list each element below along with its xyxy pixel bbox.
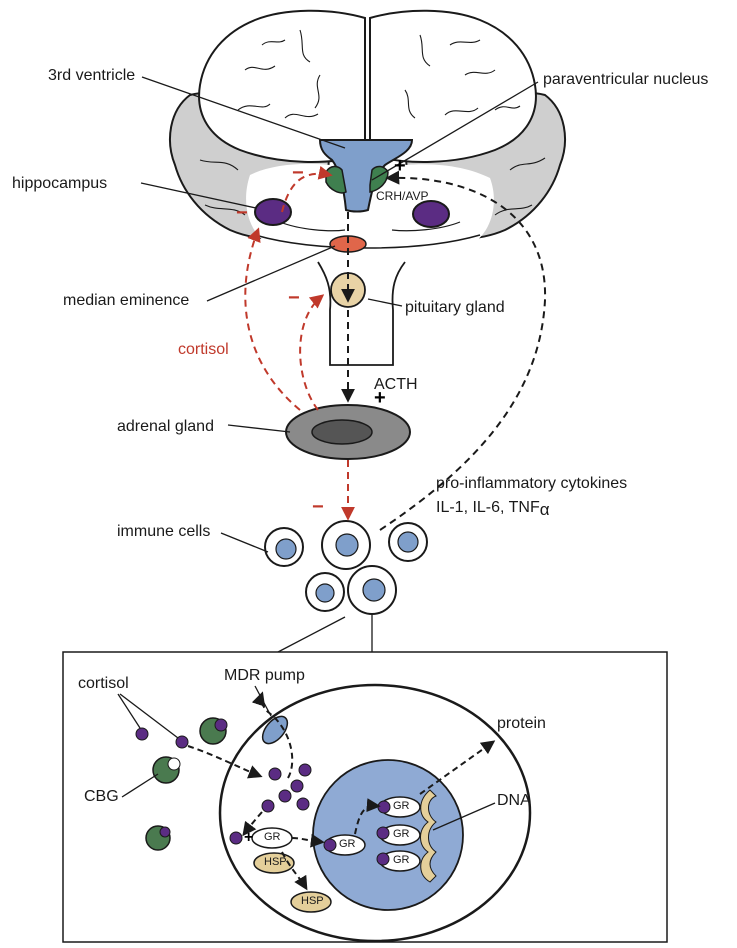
tnf-alpha-symbol: α: [539, 500, 550, 519]
cbg-empty: [152, 756, 181, 784]
brain-sulci: [199, 29, 546, 216]
cbg-bound: [199, 717, 228, 745]
immune-cell: [388, 522, 428, 562]
label-hsp-bound: HSP: [264, 856, 287, 868]
label-cbg: CBG: [84, 788, 119, 805]
label-protein: protein: [497, 715, 546, 732]
label-cytokine-list: IL-1, IL-6, TNFα: [436, 498, 550, 519]
brain: [169, 9, 566, 255]
mdr-efflux-arrow: [251, 691, 294, 779]
hippocampus-left: [254, 198, 292, 226]
cortisol-molecule: [298, 763, 312, 777]
immune-cell: [321, 520, 371, 570]
immune-cell: [305, 572, 345, 612]
cortisol-to-hippocampus: [244, 227, 301, 411]
cytokine-list-text: IL-1, IL-6, TNF: [436, 499, 540, 516]
plus-sign-gr: +: [244, 829, 254, 846]
immune-cell: [347, 565, 397, 615]
protein-arrow: [419, 740, 496, 795]
label-cortisol-inset: cortisol: [78, 675, 129, 692]
minus-sign-immune: −: [312, 496, 324, 518]
inset-arrows: [187, 691, 496, 891]
feedback-arrows: [244, 165, 355, 521]
cortisol-molecule: [268, 767, 282, 781]
cortisol-to-gr-arrow: [242, 811, 263, 837]
cbg-proteins: [145, 717, 228, 851]
brain-hemisphere-left: [198, 9, 366, 163]
plus-sign-acth: +: [374, 387, 386, 409]
label-gr-cytoplasm: GR: [264, 831, 281, 843]
label-cortisol-feedback: cortisol: [178, 341, 229, 358]
label-dna: DNA: [497, 792, 531, 809]
cortisol-molecules: [135, 727, 312, 845]
label-gr-nuclear-2: GR: [393, 800, 410, 812]
pituitary-stalk: [317, 261, 406, 366]
cortisol-molecule: [296, 797, 310, 811]
label-adrenal-gland: adrenal gland: [117, 418, 214, 435]
cortisol-molecule: [290, 779, 304, 793]
plus-sign-pvn: +: [394, 155, 406, 177]
cortisol-molecule: [135, 727, 149, 741]
immune-cell: [264, 527, 304, 567]
minus-sign-hippocampus: −: [236, 202, 248, 224]
hsp-free: [290, 891, 332, 913]
label-third-ventricle: 3rd ventricle: [48, 67, 136, 84]
cortisol-molecule: [175, 735, 189, 749]
minus-sign-pituitary: −: [288, 287, 300, 309]
cortisol-entry-arrow: [187, 745, 263, 779]
label-gr-nuclear-1: GR: [339, 838, 356, 850]
cytokine-arrow: [379, 170, 547, 531]
gr-translocation-arrow: [354, 798, 381, 835]
label-gr-nuclear-4: GR: [393, 854, 410, 866]
label-hippocampus: hippocampus: [12, 175, 108, 192]
label-pituitary-gland: pituitary gland: [405, 299, 505, 316]
label-median-eminence: median eminence: [63, 292, 190, 309]
dna: [420, 789, 437, 883]
mdr-pump: [261, 715, 289, 745]
immune-cells: [264, 520, 428, 615]
label-paraventricular-nucleus: paraventricular nucleus: [543, 71, 709, 88]
third-ventricle: [318, 139, 414, 213]
cortisol-molecule: [229, 831, 243, 845]
label-cytokines: pro-inflammatory cytokines: [436, 475, 628, 492]
label-crh-avp: CRH/AVP: [376, 189, 429, 203]
cortisol-to-pituitary: [299, 294, 325, 411]
label-immune-cells: immune cells: [117, 523, 211, 540]
label-acth: ACTH: [374, 376, 418, 393]
gr-complexes: [251, 796, 421, 913]
hsp-release-arrow: [281, 851, 308, 891]
hippocampus-right: [412, 200, 450, 228]
label-gr-nuclear-3: GR: [393, 828, 410, 840]
brain-hemisphere-right: [369, 9, 537, 163]
cortisol-molecule: [278, 789, 292, 803]
leader-lines: [140, 76, 539, 653]
hsp-bound: [253, 852, 295, 874]
feedforward-arrows: [341, 170, 547, 531]
cortisol-to-pvn: [281, 165, 333, 213]
label-hsp-free: HSP: [301, 895, 324, 907]
gr-cytoplasm-to-nucleus: [291, 833, 325, 848]
label-mdr-pump: MDR pump: [224, 667, 305, 684]
minus-sign-pvn: −: [292, 162, 304, 184]
cortisol-molecule: [261, 799, 275, 813]
cbg-bound: [145, 825, 171, 851]
adrenal-medulla: [311, 419, 373, 445]
brain-base: [246, 163, 494, 255]
